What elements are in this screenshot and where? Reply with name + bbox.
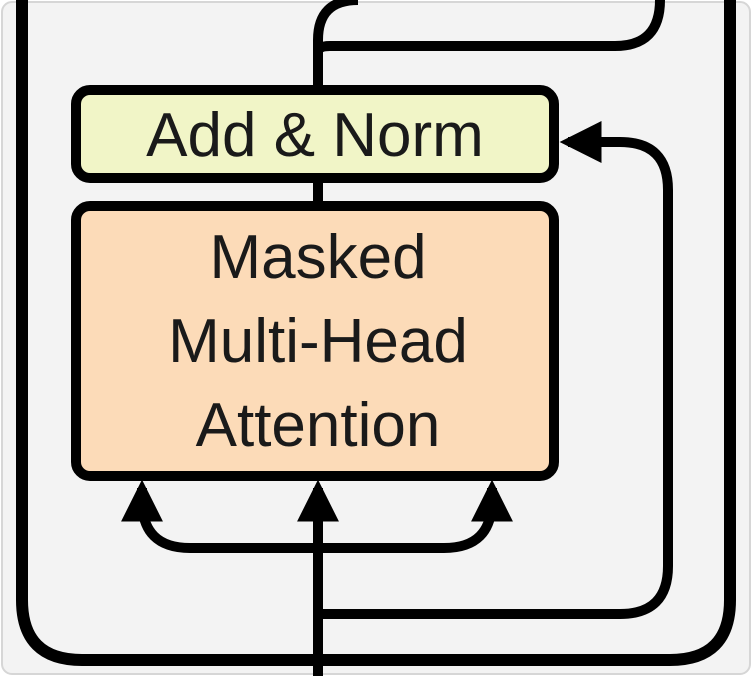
masked-attention-block: Masked Multi-Head Attention [71, 201, 559, 481]
add-norm-block: Add & Norm [71, 85, 559, 183]
masked-attention-box [71, 201, 559, 481]
add-norm-box [71, 85, 559, 183]
decoder-block-border [16, 0, 736, 666]
key-input-arrow [318, 479, 513, 553]
attention-label-line-1: Masked [209, 223, 426, 292]
query-input-arrow [121, 479, 318, 553]
residual-arrow [318, 121, 673, 619]
top-left-connector [313, 0, 359, 94]
attention-label-line-3: Attention [196, 391, 441, 460]
add-norm-label: Add & Norm [146, 101, 484, 170]
top-residual-connector [313, 0, 665, 53]
attention-label-line-2: Multi-Head [168, 307, 468, 376]
